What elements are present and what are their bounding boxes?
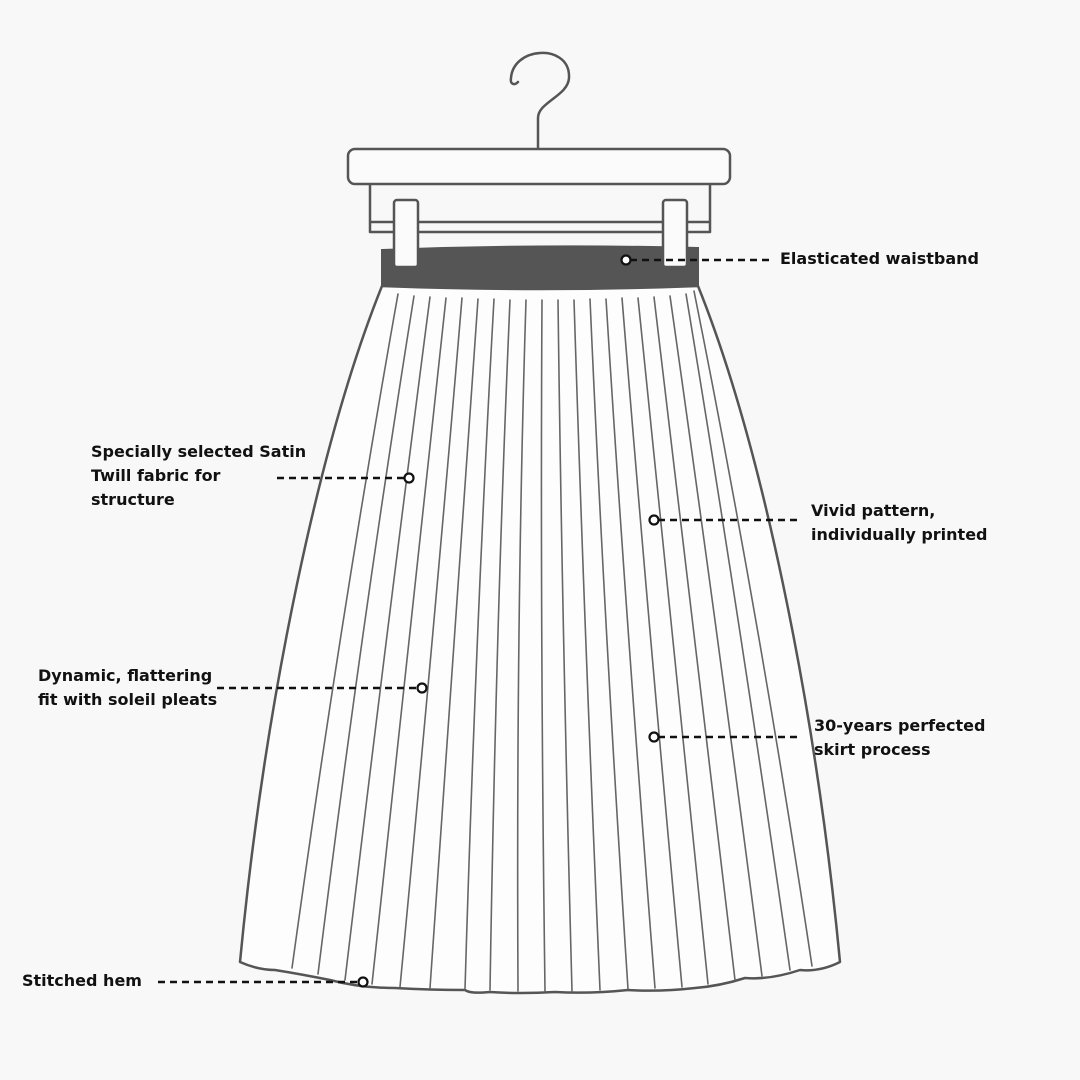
callout-dot-icon [648,731,660,743]
right-clip [661,198,689,269]
callout-dot-icon [648,514,660,526]
callout-dot-icon [357,976,369,988]
callout-dot-icon [403,472,415,484]
hanger-frame [368,182,712,234]
callout-label-process: 30-years perfected skirt process [814,716,986,759]
callout-label-pattern: Vivid pattern, individually printed [811,501,988,544]
callout-dot-icon [416,682,428,694]
callout-label-fit: Dynamic, flattering fit with soleil plea… [38,666,218,709]
hanger-icon [346,51,732,234]
hanger-bar [346,147,732,186]
callout-label-hem: Stitched hem [22,971,142,990]
callout-dots [357,254,660,988]
callout-label-waistband: Elasticated waistband [780,249,979,268]
hanger-hook [509,51,571,152]
waistband-shape [381,245,699,290]
pleat-lines [291,290,813,992]
callout-leaders [158,258,800,984]
callout-dot-icon [620,254,632,266]
hanger-clips [392,198,689,269]
left-clip [392,198,420,269]
callout-label-fabric: Specially selected Satin Twill fabric fo… [91,442,307,509]
